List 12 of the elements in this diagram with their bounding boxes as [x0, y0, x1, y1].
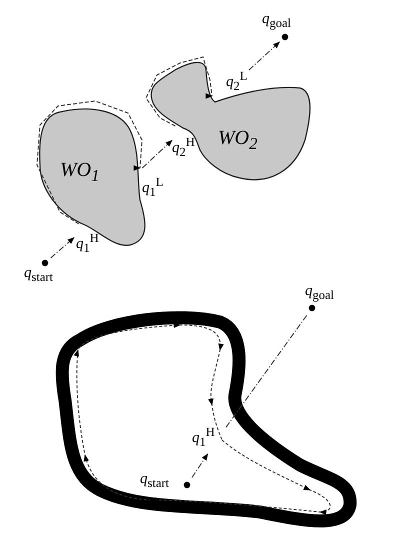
- point-label: q$_{start}$: [24, 266, 54, 284]
- dashed-arrow: [142, 140, 172, 168]
- dashed-arrow: [248, 42, 280, 70]
- dashed-arrow: [50, 237, 75, 258]
- obstacle-label: WO$_{1}$: [60, 160, 100, 185]
- point-label: q$_{goal}$: [305, 284, 334, 302]
- dashed-arrow: [192, 453, 208, 478]
- point-label: q$_{start}$: [140, 472, 170, 490]
- obstacle-label: WO$_{2}$: [218, 128, 258, 153]
- boundary-path: [36, 100, 144, 224]
- boundary-path: [145, 56, 214, 126]
- point-label: q$_{goal}$: [262, 12, 292, 30]
